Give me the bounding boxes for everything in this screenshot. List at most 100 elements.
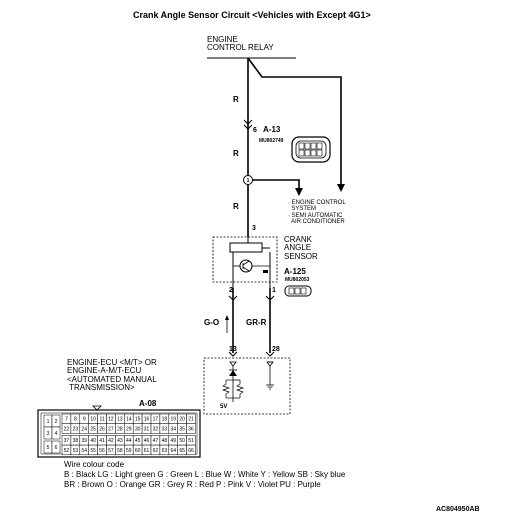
wire-colour-code-title: Wire colour code xyxy=(64,460,125,469)
a08-pin-42: 42 xyxy=(108,438,114,444)
a08-pin-20: 20 xyxy=(179,417,185,423)
wire-color-g-o: G-O xyxy=(204,318,220,327)
a08-connector-id: A-08 xyxy=(139,399,157,408)
a08-pin-19: 19 xyxy=(170,417,176,423)
a08-pin-57: 57 xyxy=(108,448,114,454)
a08-pin-15: 15 xyxy=(135,417,141,423)
a08-pin-41: 41 xyxy=(99,438,105,444)
ecu-voltage-label: 5V xyxy=(220,404,228,410)
wire-relay-branch xyxy=(247,57,342,186)
a08-pin-3: 3 xyxy=(47,431,50,437)
wire-color-gr-r: GR-R xyxy=(246,318,267,327)
wire-colour-code-line-1: B : Black LG : Light green G : Green L :… xyxy=(64,470,346,479)
a13-connector-mark xyxy=(243,119,253,130)
engine-control-relay-label: ENGINE CONTROL RELAY xyxy=(207,35,274,53)
sensor-outline xyxy=(212,236,278,283)
a13-part-number: MU802749 xyxy=(259,138,284,144)
sensor-pin-1: 1 xyxy=(272,287,276,294)
a08-pin-43: 43 xyxy=(117,438,123,444)
a08-pin-11: 11 xyxy=(99,417,104,423)
a08-pin-14: 14 xyxy=(126,417,132,423)
a08-pin-51: 51 xyxy=(188,438,194,444)
a08-pin-10: 10 xyxy=(90,417,96,423)
a08-pin-62: 62 xyxy=(153,448,159,454)
diagram-title: Crank Angle Sensor Circuit <Vehicles wit… xyxy=(133,10,371,20)
a08-pin-25: 25 xyxy=(90,426,96,432)
sensor-transistor-icon xyxy=(239,259,253,273)
a13-pin-number: 6 xyxy=(253,127,257,134)
a08-pin-44: 44 xyxy=(126,438,132,444)
a08-pin-34: 34 xyxy=(170,426,176,432)
a08-pin-28: 28 xyxy=(117,426,123,432)
wire-colour-code-line-2: BR : Brown O : Orange GR : Grey R : Red … xyxy=(64,480,321,489)
a08-pin-66: 66 xyxy=(188,448,194,454)
wire-color-r-1: R xyxy=(233,95,239,104)
a08-pin-27: 27 xyxy=(108,426,114,432)
a13-connector-icon xyxy=(291,136,331,163)
a08-pin-53: 53 xyxy=(73,448,79,454)
a125-connector-icon xyxy=(284,285,312,297)
a08-pin-37: 37 xyxy=(64,438,70,444)
a08-pin-6: 6 xyxy=(55,445,58,451)
a08-pin-16: 16 xyxy=(144,417,150,423)
a08-pin-59: 59 xyxy=(126,448,132,454)
a08-pin-26: 26 xyxy=(99,426,105,432)
a08-pin-63: 63 xyxy=(162,448,168,454)
ecu-pin-28: 28 xyxy=(272,346,280,353)
wire-color-r-2: R xyxy=(233,149,239,158)
a08-pin-36: 36 xyxy=(188,426,194,432)
a08-pin-66-cell xyxy=(186,444,196,456)
a08-pin-49: 49 xyxy=(170,438,176,444)
sensor-element xyxy=(229,242,263,253)
a08-pin-9: 9 xyxy=(83,417,86,423)
branch-arrow-1 xyxy=(337,184,345,192)
a125-connector-id: A-125 xyxy=(284,267,306,276)
a08-pin-8: 8 xyxy=(74,417,77,423)
wire-color-r-3: R xyxy=(233,202,239,211)
a08-pin-22: 22 xyxy=(64,426,70,432)
a13-connector-id: A-13 xyxy=(263,125,281,134)
a08-pin-38: 38 xyxy=(73,438,79,444)
ecu-outline xyxy=(203,357,291,415)
a08-pin-39: 39 xyxy=(81,438,87,444)
a08-pin-2: 2 xyxy=(55,419,58,425)
a08-pin-55: 55 xyxy=(90,448,96,454)
branch-destination-label: · ENGINE CONTROL SYSTEM · SEMI AUTOMATIC… xyxy=(288,200,346,225)
a08-pin-54: 54 xyxy=(81,448,87,454)
engine-ecu-label: ENGINE-ECU <M/T> OR ENGINE-A-M/T-ECU <AU… xyxy=(67,358,157,393)
a08-pin-50: 50 xyxy=(179,438,185,444)
a08-pin-36-cell xyxy=(186,423,196,434)
a125-part-number: MU802053 xyxy=(285,277,310,283)
a08-pin-52: 52 xyxy=(64,448,70,454)
a08-pin-35: 35 xyxy=(179,426,185,432)
a08-pin-6-cell xyxy=(51,440,61,454)
junction-label: 1 xyxy=(247,178,250,184)
a08-pin-58: 58 xyxy=(117,448,123,454)
a08-pin-45: 45 xyxy=(135,438,141,444)
a08-pin-21: 21 xyxy=(188,417,194,423)
a08-pin-7: 7 xyxy=(65,417,68,423)
a08-pin-30: 30 xyxy=(135,426,141,432)
sensor-pin-2: 2 xyxy=(229,287,233,294)
a08-pin-29: 29 xyxy=(126,426,132,432)
a08-pin-60: 60 xyxy=(135,448,141,454)
a08-pin-64: 64 xyxy=(170,448,176,454)
a08-pin-46: 46 xyxy=(144,438,150,444)
branch-arrow-2 xyxy=(295,188,303,196)
a08-pin-40: 40 xyxy=(90,438,96,444)
a08-pin-4-cell xyxy=(51,426,61,440)
crank-angle-sensor-label: CRANK ANGLE SENSOR xyxy=(284,235,318,261)
a08-pin-32: 32 xyxy=(153,426,159,432)
a08-pin-13: 13 xyxy=(117,417,123,423)
a08-pin-5: 5 xyxy=(47,445,50,451)
a08-pin-18: 18 xyxy=(162,417,168,423)
figure-id: AC804950AB xyxy=(436,506,480,513)
a08-pin-4: 4 xyxy=(55,431,58,437)
a08-pin-31: 31 xyxy=(144,426,150,432)
a08-pin-23: 23 xyxy=(73,426,79,432)
a08-pin-56: 56 xyxy=(99,448,105,454)
a08-pin-1: 1 xyxy=(47,419,50,425)
wire-junction-branch xyxy=(252,179,300,190)
